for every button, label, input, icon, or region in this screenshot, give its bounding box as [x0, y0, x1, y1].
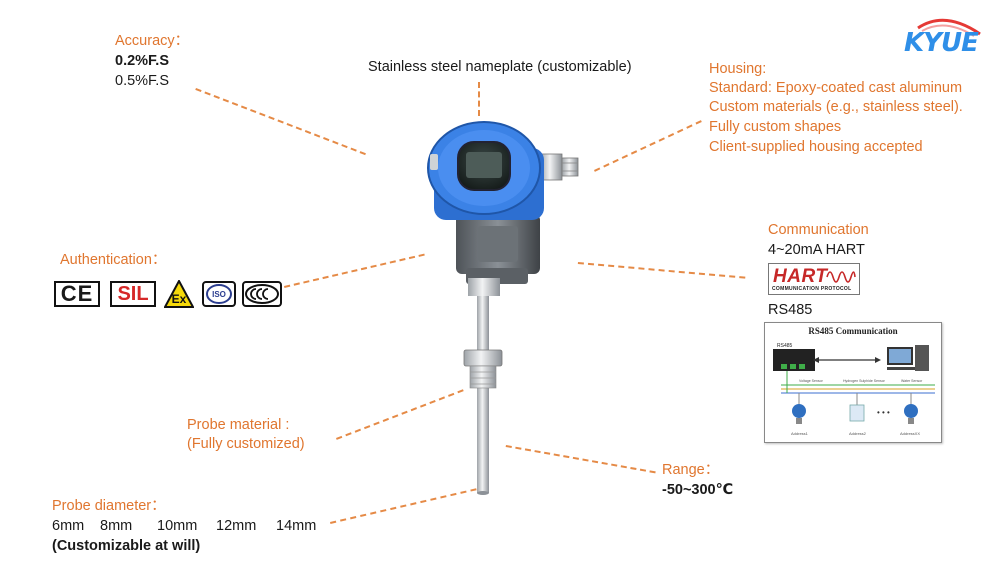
ccc-badge: [242, 281, 282, 307]
hart-logo-subtitle: COMMUNICATION PROTOCOL: [772, 286, 852, 292]
ce-badge: CE: [54, 281, 100, 307]
iso-globe-icon: ISO: [206, 284, 232, 304]
housing-label: Housing:: [709, 61, 767, 77]
range-value: -50~300℃: [662, 482, 734, 498]
communication-label: Communication: [768, 222, 869, 238]
accuracy-secondary: 0.5%F.S: [115, 73, 169, 89]
rs485-device-label: RS485: [777, 343, 793, 349]
diameter-size-1: 6mm: [52, 518, 85, 534]
rs485-network-graphic: RS485 Voltage Sensor Hydrogen Sulphide S…: [773, 343, 935, 436]
iso-badge: ISO: [202, 281, 236, 307]
accuracy-leader: [195, 88, 366, 156]
ccc-icon: [245, 284, 279, 304]
diameter-size-3: 10mm: [157, 518, 198, 534]
ex-badge-text: Ex: [172, 292, 187, 306]
authentication-label: Authentication：: [60, 252, 167, 268]
rs485-diagram: RS485 Communication RS485 Voltage Sensor…: [764, 322, 942, 443]
address-label-3: AddressXX: [900, 431, 920, 436]
probe-diameter-sizes: 6mm 8mm 10mm 12mm 14mm: [52, 516, 316, 536]
address-label-1: Address1: [791, 431, 809, 436]
probe-material-label: Probe material :: [187, 417, 290, 433]
sine-wave-icon: [826, 271, 856, 283]
diameter-size-2: 8mm: [100, 518, 133, 534]
brand-logo: KYUE: [900, 14, 990, 62]
accuracy-label: Accuracy：: [115, 33, 190, 49]
logo-arc-icon: [917, 18, 981, 37]
probe-material-note: (Fully customized): [187, 436, 305, 452]
hart-logo: HART COMMUNICATION PROTOCOL: [768, 263, 860, 295]
diameter-size-5: 14mm: [276, 518, 317, 534]
sensor-label-2: Hydrogen Sulphide Sensor: [843, 379, 886, 383]
housing-leader: [594, 120, 702, 172]
ex-badge: Ex: [164, 280, 194, 308]
probe-diameter-note: (Customizable at will): [52, 538, 201, 554]
range-label: Range：: [662, 462, 720, 478]
address-label-2: Address2: [849, 431, 867, 436]
nameplate-label: Stainless steel nameplate (customizable): [368, 59, 632, 75]
hart-logo-word: HART: [773, 266, 828, 287]
accuracy-primary: 0.2%F.S: [115, 53, 169, 69]
housing-line-2: Custom materials (e.g., stainless steel)…: [709, 99, 963, 115]
sil-badge: SIL: [110, 281, 156, 307]
rs485-diagram-title: RS485 Communication: [808, 326, 898, 336]
iso-badge-text: ISO: [212, 290, 226, 299]
logo-text: KYUE: [904, 28, 979, 58]
housing-line-3: Fully custom shapes: [709, 119, 842, 135]
authentication-leader: [284, 253, 425, 288]
probe-diameter-leader: [330, 488, 477, 524]
protocol-rs485: RS485: [768, 302, 813, 318]
transmitter-illustration: [427, 121, 579, 495]
diameter-size-4: 12mm: [216, 518, 257, 534]
svg-text:• • •: • • •: [877, 408, 890, 417]
housing-line-1: Standard: Epoxy-coated cast aluminum: [709, 80, 963, 96]
probe-diameter-label: Probe diameter：: [52, 498, 166, 514]
nameplate-leader: [478, 82, 480, 116]
protocol-hart: 4~20mA HART: [768, 242, 865, 258]
housing-line-4: Client-supplied housing accepted: [709, 139, 923, 155]
sensor-label-1: Voltage Sensor: [799, 379, 824, 383]
ex-triangle-icon: Ex: [164, 280, 194, 308]
sensor-label-3: Water Sensor: [901, 379, 923, 383]
